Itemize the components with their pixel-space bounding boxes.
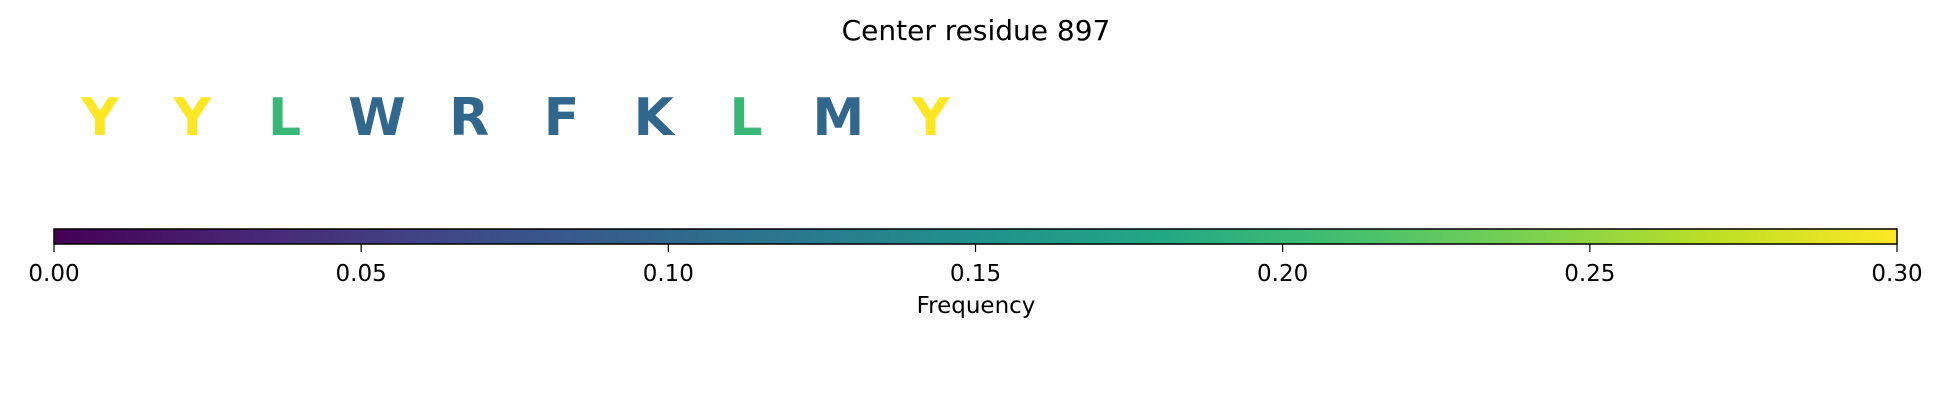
colorbar-ticks: 0.00 0.05 0.10 0.15 0.20 0.25 0.30: [28, 244, 1923, 287]
tick-label: 0.25: [1564, 261, 1615, 287]
tick-label: 0.20: [1257, 261, 1308, 287]
residue-letter: W: [348, 88, 405, 148]
tick-label: 0.00: [28, 261, 79, 287]
colorbar: [53, 228, 1898, 245]
tick-label: 0.15: [950, 261, 1001, 287]
residue-letter: L: [268, 88, 301, 148]
tick-label: 0.30: [1871, 261, 1922, 287]
colorbar-label: Frequency: [917, 293, 1036, 319]
tick-label: 0.05: [336, 261, 387, 287]
residue-letter: Y: [80, 88, 120, 148]
residue-letter: M: [813, 88, 865, 148]
residue-letter: F: [544, 88, 580, 148]
residue-letter: Y: [911, 88, 951, 148]
residue-letter: R: [449, 88, 489, 148]
residue-letter: K: [634, 88, 676, 148]
residue-letter: L: [730, 88, 763, 148]
chart-title: Center residue 897: [842, 14, 1111, 47]
tick-label: 0.10: [643, 261, 694, 287]
residue-letter: Y: [172, 88, 212, 148]
